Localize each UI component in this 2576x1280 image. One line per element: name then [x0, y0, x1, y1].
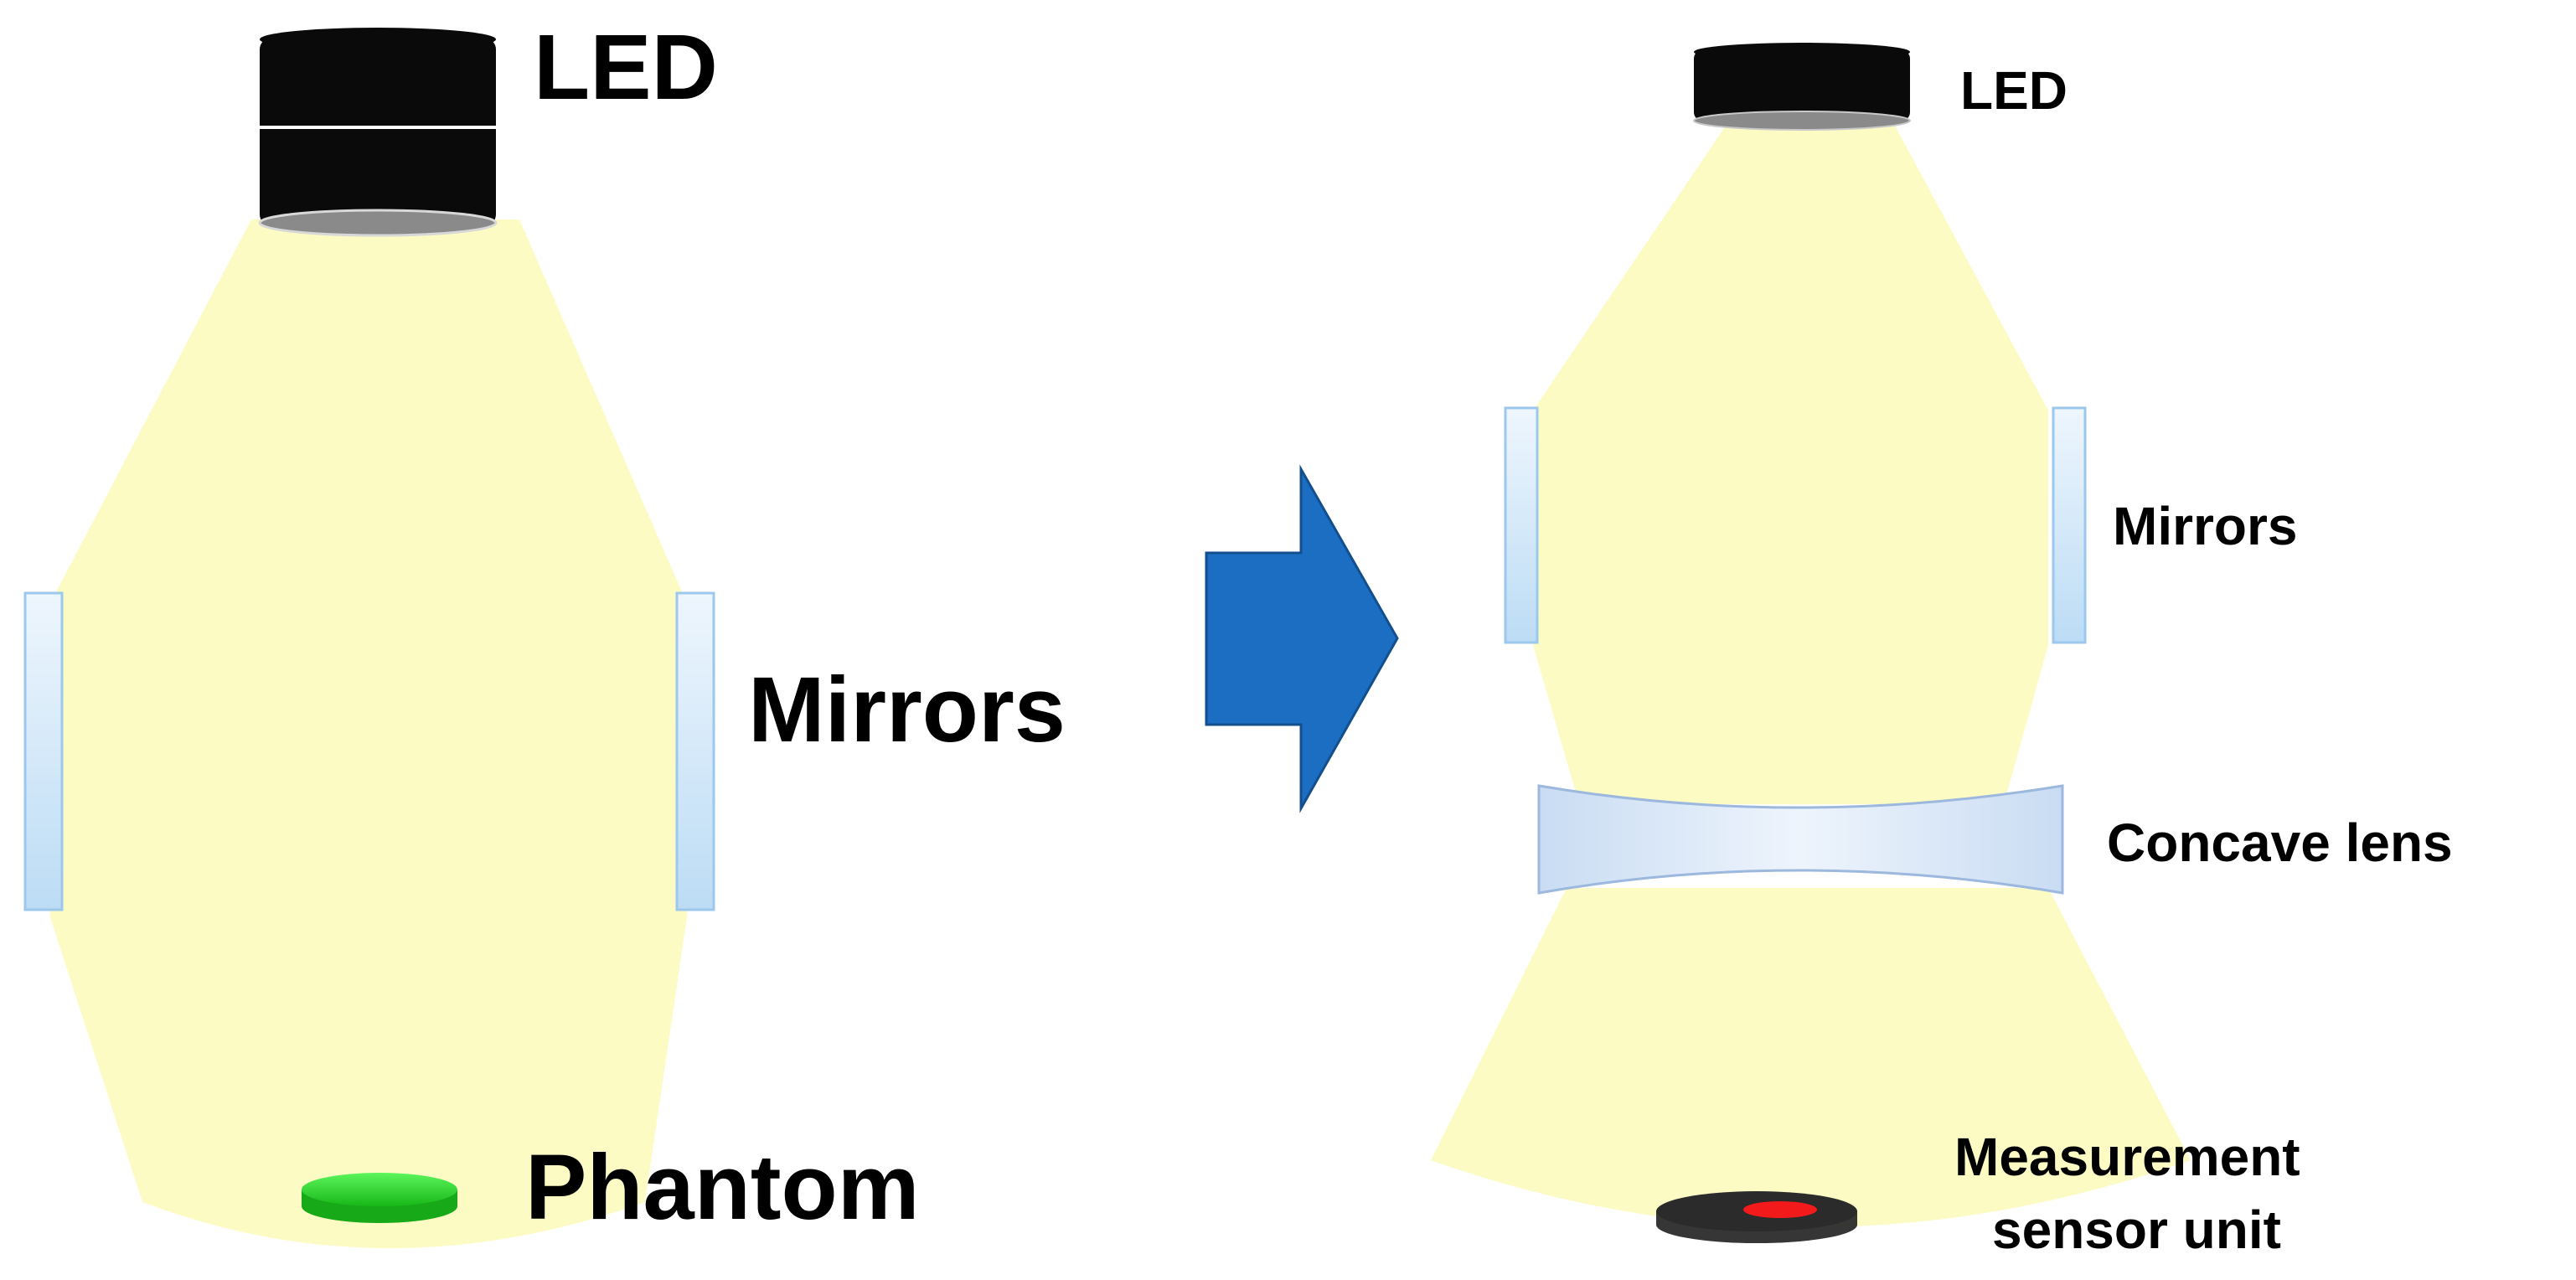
- right-led-label: LED: [1960, 60, 2068, 121]
- right-mirror-left: [1504, 406, 1539, 644]
- left-mirror-left: [23, 591, 64, 911]
- phantom-label: Phantom: [525, 1136, 920, 1239]
- left-panel: LED Mirrors Phantom: [23, 16, 1066, 1248]
- phantom-icon: [302, 1173, 457, 1223]
- left-mirror-right: [675, 591, 715, 911]
- sensor-label-line1: Measurement: [1954, 1127, 2300, 1187]
- concave-lens-icon: [1537, 784, 2064, 895]
- left-light-beam: [50, 219, 687, 1248]
- sensor-label-line2: sensor unit: [1992, 1200, 2281, 1260]
- measurement-sensor-icon: [1656, 1191, 1857, 1243]
- right-upper-light-beam: [1533, 126, 2048, 804]
- right-panel: LED Mirrors Concave lens Measurement sen…: [1431, 43, 2453, 1260]
- transition-arrow: [1205, 464, 1399, 813]
- concave-lens-label: Concave lens: [2107, 813, 2453, 873]
- right-led-icon: [1693, 43, 1911, 131]
- right-lower-light-beam: [1431, 888, 2191, 1227]
- right-mirrors-label: Mirrors: [2113, 496, 2298, 556]
- right-mirror-right: [2052, 406, 2087, 644]
- left-led-label: LED: [534, 16, 718, 119]
- left-mirrors-label: Mirrors: [748, 658, 1066, 761]
- left-led-icon: [258, 28, 498, 237]
